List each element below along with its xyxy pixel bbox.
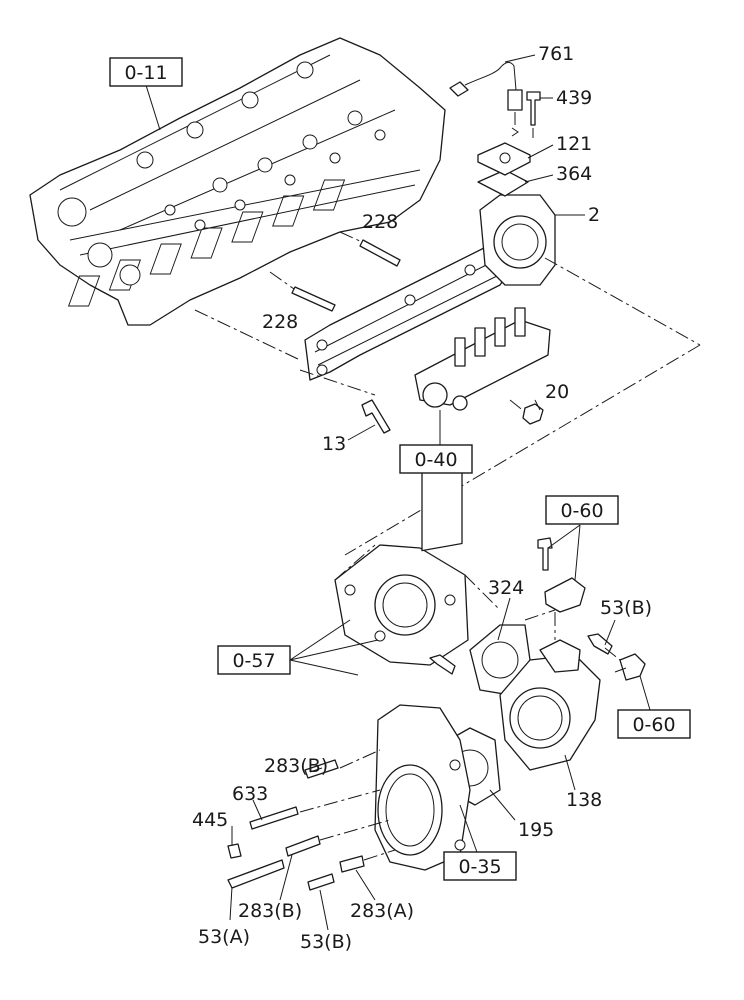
part-label-228-upper: 228 bbox=[362, 211, 398, 233]
intake-manifold-drawing bbox=[304, 194, 556, 381]
ref-label: 0-35 bbox=[458, 856, 501, 878]
ref-box-0-35: 0-35 bbox=[443, 851, 517, 881]
part-label-138: 138 bbox=[566, 789, 602, 811]
sensor-assembly-drawing bbox=[449, 61, 541, 197]
upper-sensor-drawing bbox=[537, 537, 586, 640]
housing-138-drawing bbox=[499, 639, 601, 771]
part-label-283b-upper: 283(B) bbox=[264, 755, 328, 777]
ref-label: 0-60 bbox=[560, 500, 603, 522]
ref-box-0-40: 0-40 bbox=[399, 444, 473, 474]
adapter-plate-drawing bbox=[334, 462, 469, 675]
ref-label: 0-40 bbox=[414, 449, 457, 471]
part-label-633: 633 bbox=[232, 783, 268, 805]
lower-sensor-drawing bbox=[587, 633, 646, 681]
fastener-drawings-lower bbox=[227, 759, 365, 891]
fastener-drawings-upper bbox=[361, 399, 544, 434]
ref-label: 0-60 bbox=[632, 714, 675, 736]
ref-box-0-11: 0-11 bbox=[109, 57, 183, 87]
part-label-20: 20 bbox=[545, 381, 569, 403]
part-label-13: 13 bbox=[322, 433, 346, 455]
part-labels: 761 439 121 364 2 228 228 20 13 324 53(B… bbox=[192, 43, 652, 953]
part-label-283a: 283(A) bbox=[350, 900, 414, 922]
fuel-rail-drawing bbox=[414, 307, 551, 411]
ref-label: 0-57 bbox=[232, 650, 275, 672]
part-label-121: 121 bbox=[556, 133, 592, 155]
part-label-53b-upper: 53(B) bbox=[600, 597, 652, 619]
lower-assembly-lines bbox=[299, 544, 621, 861]
part-label-445: 445 bbox=[192, 809, 228, 831]
part-label-228-lower: 228 bbox=[262, 311, 298, 333]
ref-label: 0-11 bbox=[124, 62, 167, 84]
ref-box-0-60-upper: 0-60 bbox=[545, 495, 619, 525]
throttle-body-drawing bbox=[374, 704, 471, 871]
part-label-2: 2 bbox=[588, 204, 600, 226]
cylinder-head-drawing bbox=[29, 37, 446, 326]
part-label-53a: 53(A) bbox=[198, 926, 250, 948]
part-label-439: 439 bbox=[556, 87, 592, 109]
part-label-283b-lower: 283(B) bbox=[238, 900, 302, 922]
ref-box-0-60-lower: 0-60 bbox=[617, 709, 691, 739]
part-label-761: 761 bbox=[538, 43, 574, 65]
part-label-195: 195 bbox=[518, 819, 554, 841]
upper-assembly-lines bbox=[194, 257, 701, 556]
part-label-364: 364 bbox=[556, 163, 592, 185]
part-label-324: 324 bbox=[488, 577, 524, 599]
part-label-53b-lower: 53(B) bbox=[300, 931, 352, 953]
ref-box-0-57: 0-57 bbox=[217, 645, 291, 675]
leader-lines bbox=[144, 54, 651, 931]
stud-drawings bbox=[269, 231, 401, 312]
